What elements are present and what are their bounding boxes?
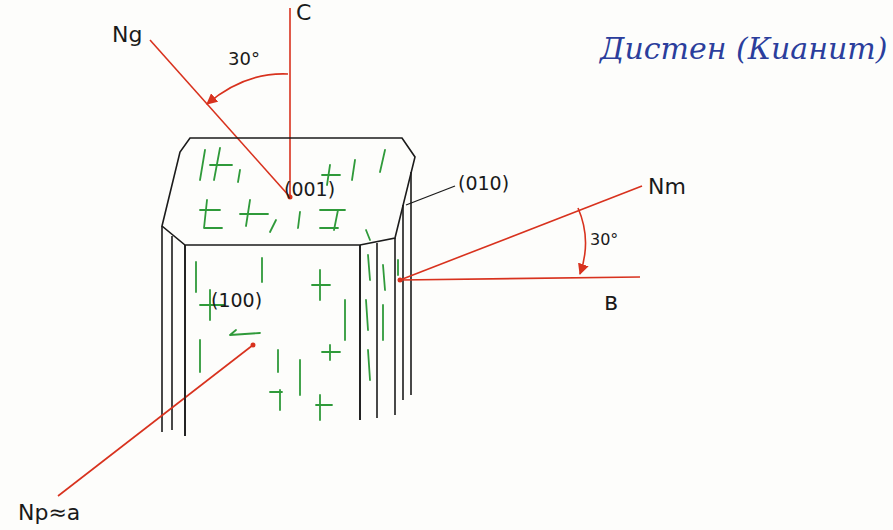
crystal-edge [376, 243, 378, 418]
face-outline-path [185, 245, 360, 436]
crystal-edges [162, 172, 411, 436]
crystal-edge [161, 226, 163, 432]
face-index: (001) [284, 180, 335, 199]
axis-label: 30° [590, 232, 618, 248]
axis-label: 30° [228, 50, 260, 68]
axis-label: в [604, 290, 618, 314]
cleavage-mark [200, 148, 240, 182]
crystal-face: (100) [185, 245, 360, 440]
crystal-edge [402, 205, 404, 400]
cleavage-mark [366, 255, 398, 380]
axis-label: Np≈a [18, 502, 80, 524]
leader-line [406, 186, 455, 205]
face-index: (100) [211, 291, 262, 310]
angle-arc [207, 74, 288, 104]
axis-line [58, 345, 253, 496]
cleavage-mark [200, 330, 340, 420]
cleavage-mark [196, 258, 345, 340]
axis-label: Nm [648, 176, 686, 198]
axis-label: (010) [458, 174, 509, 193]
axis-line [400, 277, 640, 280]
axis-point [251, 343, 256, 348]
crystal-face: (001) [160, 136, 418, 247]
axis-label: Ng [112, 24, 142, 46]
crystal-edge [410, 172, 412, 395]
crystal-edge [171, 236, 173, 430]
axis-line [150, 40, 290, 197]
diagram-title: Дистен (Кианит) [600, 34, 887, 64]
axis-line [289, 8, 291, 197]
cleavage-marks [196, 148, 398, 420]
axis-label: C [296, 2, 311, 24]
cleavage-mark [270, 150, 385, 240]
axis-line [400, 186, 642, 280]
cleavage-mark [200, 200, 268, 228]
crystal-edge [394, 238, 396, 415]
face-outline [185, 245, 360, 440]
axis-points [251, 195, 403, 348]
face-outline-path [162, 138, 415, 245]
angle-arc [578, 208, 586, 274]
optical-axes [58, 8, 642, 496]
axis-point [398, 278, 403, 283]
